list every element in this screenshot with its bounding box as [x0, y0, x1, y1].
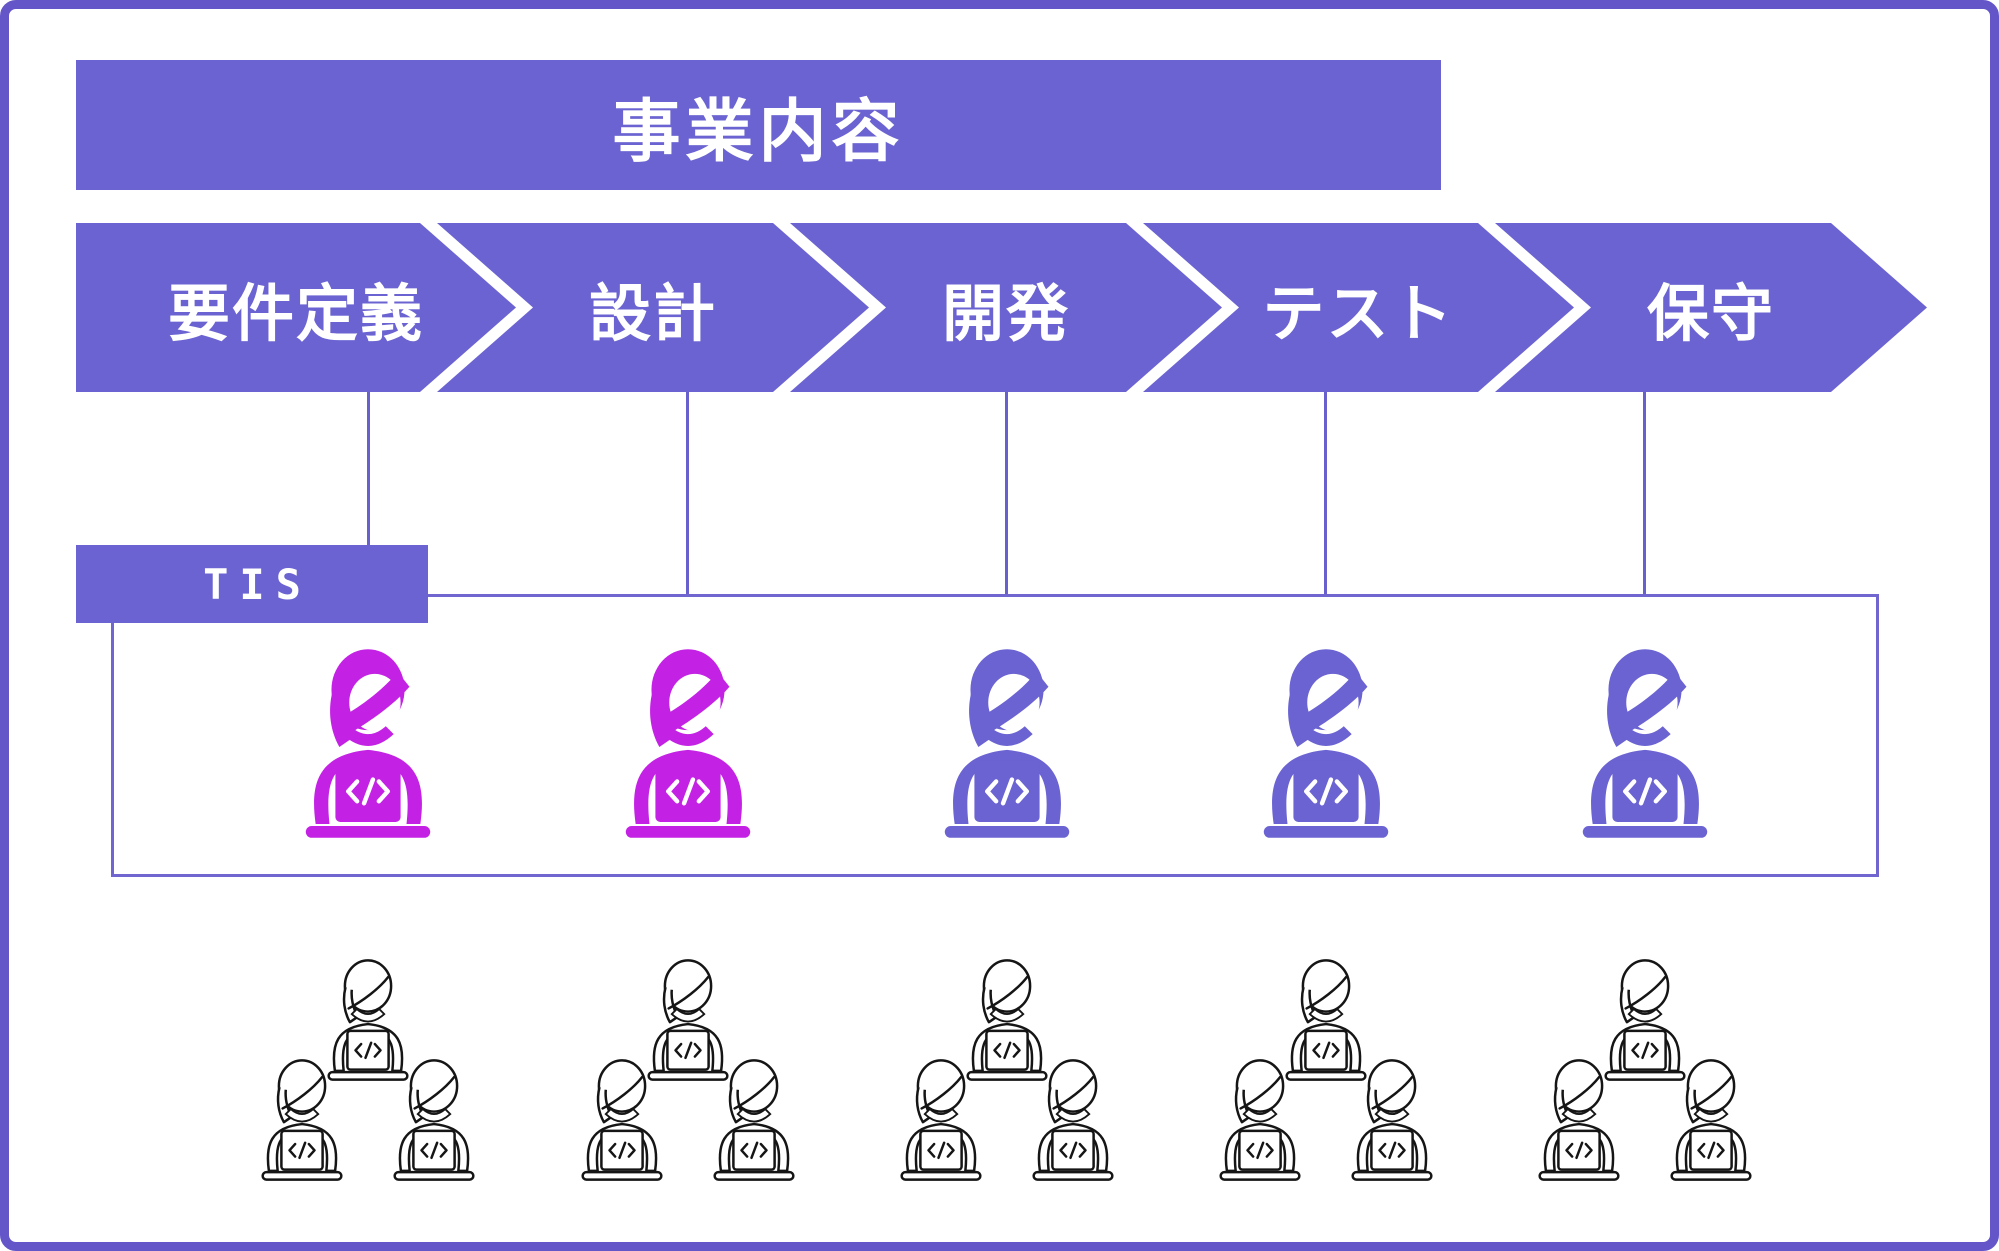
flow-step-label: 要件定義 — [167, 279, 424, 349]
team-member-icon — [1529, 1056, 1629, 1184]
coder-at-laptop-icon — [1247, 641, 1405, 846]
connector-line — [1005, 392, 1008, 597]
team-member-icon — [1342, 1056, 1442, 1184]
team-member-icon — [1023, 1056, 1123, 1184]
coder-at-laptop-icon — [289, 641, 447, 846]
flow-step-label: テスト — [1262, 279, 1455, 349]
connector-line — [1643, 392, 1646, 597]
tis-label: TIS — [203, 559, 312, 609]
flow-step-requirements: 要件定義 — [76, 223, 516, 392]
partner-team-group — [1529, 956, 1761, 1188]
partner-team-group — [891, 956, 1123, 1188]
connector-line — [686, 392, 689, 597]
partner-team-group — [572, 956, 804, 1188]
partner-team-group — [1210, 956, 1442, 1188]
coder-at-laptop-icon — [1566, 641, 1724, 846]
team-member-icon — [384, 1056, 484, 1184]
flow-step-label: 設計 — [588, 279, 717, 349]
tis-label-box: TIS — [76, 545, 428, 623]
flow-step-test: テスト — [1143, 223, 1574, 392]
team-member-icon — [704, 1056, 804, 1184]
flow-step-label: 保守 — [1646, 279, 1775, 349]
flow-step-label: 開発 — [941, 279, 1070, 349]
page-title: 事業内容 — [612, 93, 905, 170]
team-member-icon — [891, 1056, 991, 1184]
team-member-icon — [572, 1056, 672, 1184]
team-member-icon — [252, 1056, 352, 1184]
team-member-icon — [1210, 1056, 1310, 1184]
coder-at-laptop-icon — [928, 641, 1086, 846]
partner-team-group — [252, 956, 484, 1188]
title-banner: 事業内容 — [76, 60, 1441, 190]
team-member-icon — [1661, 1056, 1761, 1184]
coder-at-laptop-icon — [609, 641, 767, 846]
connector-line — [1324, 392, 1327, 597]
connector-line — [367, 392, 370, 546]
flow-step-maintenance: 保守 — [1495, 223, 1927, 392]
